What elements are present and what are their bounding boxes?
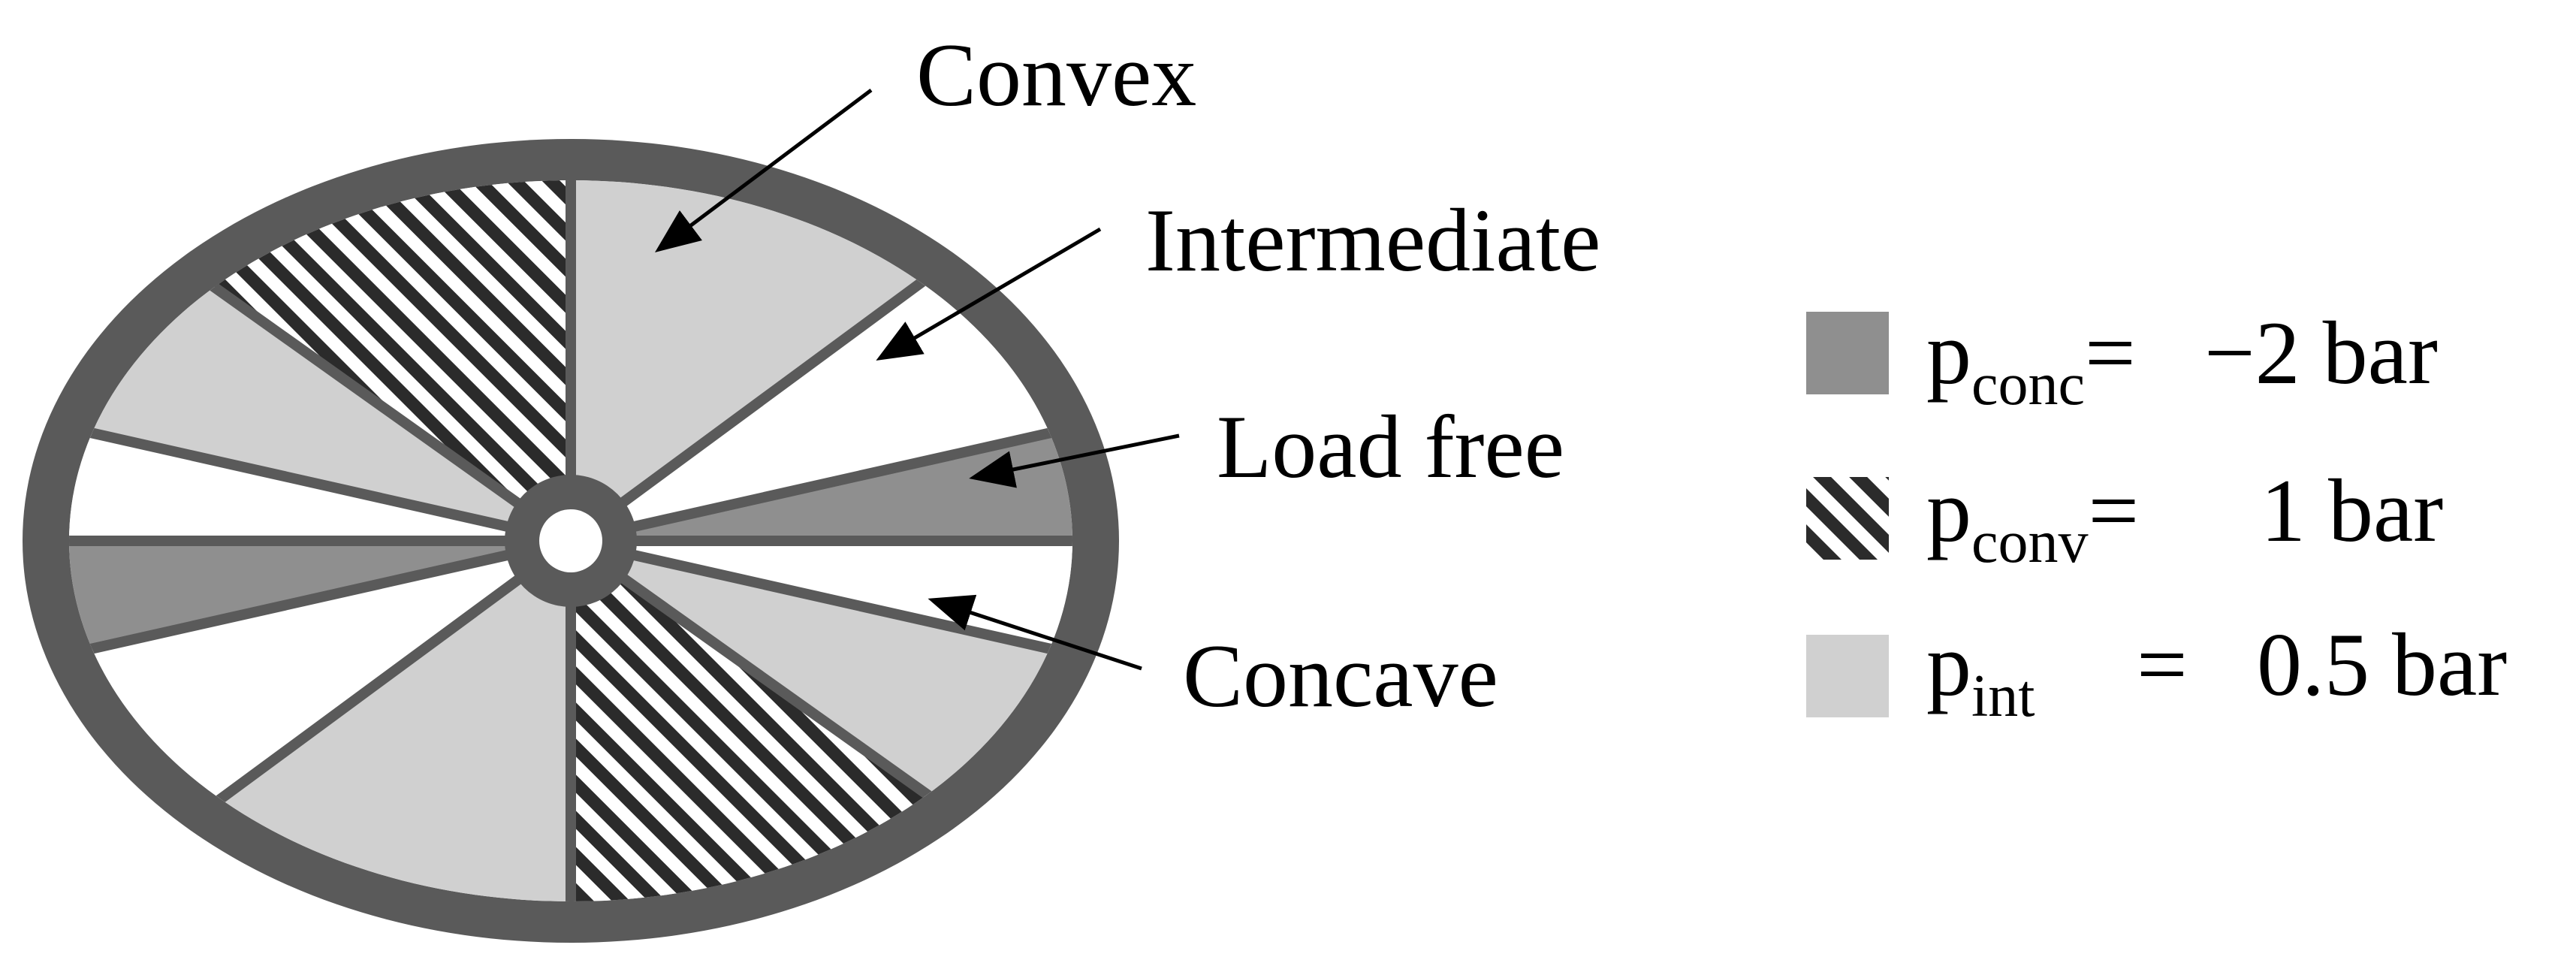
legend-subscript: conc xyxy=(1971,352,2085,418)
legend-item-intermediate: pint = 0.5 bar xyxy=(1806,614,2507,729)
intermediate-arrow xyxy=(876,227,1102,361)
concave-label: Concave xyxy=(1183,626,1498,726)
load-free-label: Load free xyxy=(1217,397,1564,497)
spoke xyxy=(567,536,985,838)
spoke xyxy=(164,536,575,843)
legend-item-concave: pconc= −2 bar xyxy=(1806,303,2438,418)
callout-arrows xyxy=(655,89,1180,671)
legend: pconc=−2 bar pconv=1 bar pint=0.5 bar xyxy=(1806,303,2507,729)
legend-symbol: p xyxy=(1926,614,1971,714)
legend-relation: = xyxy=(2089,460,2140,560)
legend-relation: = xyxy=(2137,614,2188,714)
spoke xyxy=(569,412,1072,546)
spoke xyxy=(569,536,1072,669)
intermediate-label: Intermediate xyxy=(1145,190,1600,290)
load-free-arrow xyxy=(969,433,1180,488)
legend-label-convex: pconv= 1 bar xyxy=(1926,460,2443,575)
callout-labels: Convex Intermediate Load free Concave xyxy=(916,25,1600,726)
legend-relation: = xyxy=(2085,303,2136,403)
legend-symbol: p xyxy=(1926,303,1971,403)
spoke xyxy=(69,412,572,546)
convex-label: Convex xyxy=(916,25,1196,125)
spoke xyxy=(567,239,978,545)
wheel-spokes xyxy=(69,180,1072,901)
concave-arrow xyxy=(928,594,1142,671)
legend-symbol: p xyxy=(1926,460,1971,560)
legend-swatch-intermediate xyxy=(1806,635,1889,717)
hub-hole xyxy=(539,509,602,572)
wheel xyxy=(23,139,1119,943)
legend-subscript: int xyxy=(1971,663,2035,729)
spoke xyxy=(157,244,575,545)
convex-arrow xyxy=(655,89,873,252)
legend-label-concave: pconc= −2 bar xyxy=(1926,303,2438,418)
legend-subscript: conv xyxy=(1971,509,2089,575)
legend-value: 1 bar xyxy=(2261,460,2443,560)
legend-value: −2 bar xyxy=(2204,303,2438,403)
legend-item-convex: pconv= 1 bar xyxy=(1806,460,2443,575)
legend-swatch-concave xyxy=(1806,312,1889,394)
spoke xyxy=(69,536,572,669)
legend-label-intermediate: pint = 0.5 bar xyxy=(1926,614,2507,729)
legend-swatch-convex xyxy=(1806,477,1889,560)
legend-value: 0.5 bar xyxy=(2257,614,2507,714)
